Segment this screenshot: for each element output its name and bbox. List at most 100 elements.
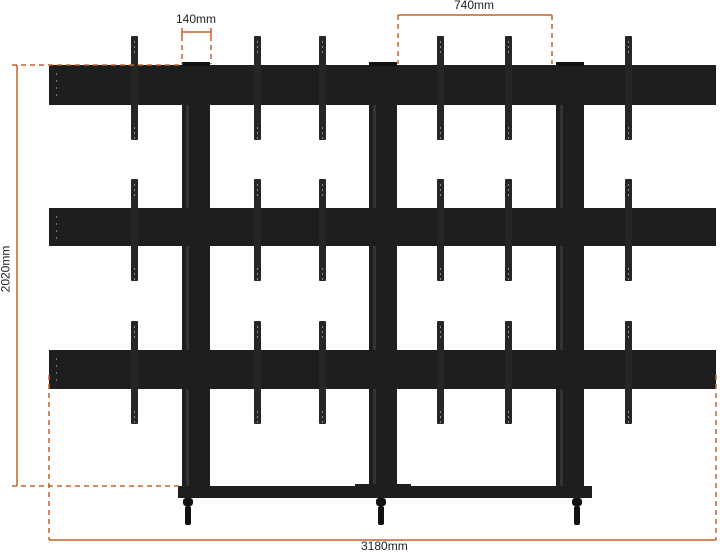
bracket-hole (257, 41, 258, 43)
bracket-hole (322, 189, 323, 191)
horizontal-rail (49, 208, 716, 246)
bracket-hole (134, 326, 135, 328)
rail-hole (56, 216, 57, 218)
bracket-hole (440, 336, 441, 338)
bracket-hole (257, 189, 258, 191)
bracket-hole (322, 41, 323, 43)
bracket-hole (257, 132, 258, 134)
bracket-hole (257, 336, 258, 338)
bracket-hole (134, 421, 135, 423)
bracket-hole (322, 421, 323, 423)
bracket-hole (440, 184, 441, 186)
bracket-hole (440, 273, 441, 275)
dimension-label-bracket-spacing: 740mm (454, 0, 495, 12)
rail-hole (56, 87, 57, 89)
bracket-hole (134, 51, 135, 53)
bracket-hole (628, 46, 629, 48)
post-edge (186, 100, 189, 488)
bracket-hole (440, 326, 441, 328)
bracket-hole (134, 127, 135, 129)
post-cap (556, 62, 584, 66)
bracket-hole (508, 268, 509, 270)
bracket-hole (508, 184, 509, 186)
display-bracket (625, 36, 632, 140)
bracket-hole (508, 41, 509, 43)
bracket-hole (440, 278, 441, 280)
bracket-hole (322, 194, 323, 196)
bracket-hole (440, 132, 441, 134)
display-bracket (131, 179, 138, 281)
bracket-hole (257, 184, 258, 186)
bracket-hole (440, 41, 441, 43)
bracket-hole (257, 46, 258, 48)
display-bracket (319, 36, 326, 140)
bracket-hole (134, 336, 135, 338)
rail-hole (56, 365, 57, 367)
bracket-hole (257, 273, 258, 275)
bracket-hole (322, 268, 323, 270)
rail-hole (56, 237, 57, 239)
bracket-hole (628, 51, 629, 53)
bracket-hole (628, 268, 629, 270)
bracket-hole (134, 194, 135, 196)
display-bracket (319, 179, 326, 281)
dimension-label-height: 2020mm (0, 245, 13, 293)
display-bracket (437, 321, 444, 424)
bracket-hole (257, 137, 258, 139)
bracket-hole (440, 411, 441, 413)
display-bracket (319, 321, 326, 424)
bracket-hole (257, 278, 258, 280)
bracket-hole (257, 194, 258, 196)
bracket-hole (257, 268, 258, 270)
display-bracket (254, 36, 261, 140)
rail-hole (56, 230, 57, 232)
rail-hole (56, 223, 57, 225)
rail-hole (56, 73, 57, 75)
bracket-hole (134, 132, 135, 134)
rail-hole (56, 358, 57, 360)
bracket-hole (257, 51, 258, 53)
bracket-hole (257, 127, 258, 129)
bracket-hole (628, 421, 629, 423)
bracket-hole (628, 132, 629, 134)
bracket-hole (322, 336, 323, 338)
display-bracket (437, 36, 444, 140)
display-bracket (131, 36, 138, 140)
display-bracket (254, 179, 261, 281)
post-cap (182, 62, 210, 66)
base-plate (355, 484, 411, 487)
bracket-hole (134, 411, 135, 413)
rail-hole (56, 372, 57, 374)
bracket-hole (440, 137, 441, 139)
bracket-hole (322, 331, 323, 333)
bracket-hole (508, 189, 509, 191)
bracket-hole (322, 51, 323, 53)
bracket-hole (322, 411, 323, 413)
bracket-hole (508, 326, 509, 328)
bracket-hole (628, 336, 629, 338)
bracket-hole (257, 416, 258, 418)
bracket-hole (322, 326, 323, 328)
bracket-hole (508, 137, 509, 139)
display-bracket (505, 36, 512, 140)
post-edge (373, 100, 376, 488)
bracket-hole (628, 41, 629, 43)
bracket-hole (508, 51, 509, 53)
bracket-hole (628, 416, 629, 418)
caster-wheel (378, 506, 384, 525)
caster-wheel (185, 506, 191, 525)
rail-hole (56, 379, 57, 381)
caster-mount (572, 498, 582, 506)
bracket-hole (628, 184, 629, 186)
bracket-hole (440, 194, 441, 196)
bracket-hole (134, 137, 135, 139)
bracket-hole (628, 273, 629, 275)
bracket-hole (257, 326, 258, 328)
bracket-hole (508, 336, 509, 338)
bracket-hole (508, 127, 509, 129)
bracket-hole (322, 137, 323, 139)
bracket-hole (508, 331, 509, 333)
bracket-hole (440, 46, 441, 48)
base-frame (178, 486, 592, 498)
